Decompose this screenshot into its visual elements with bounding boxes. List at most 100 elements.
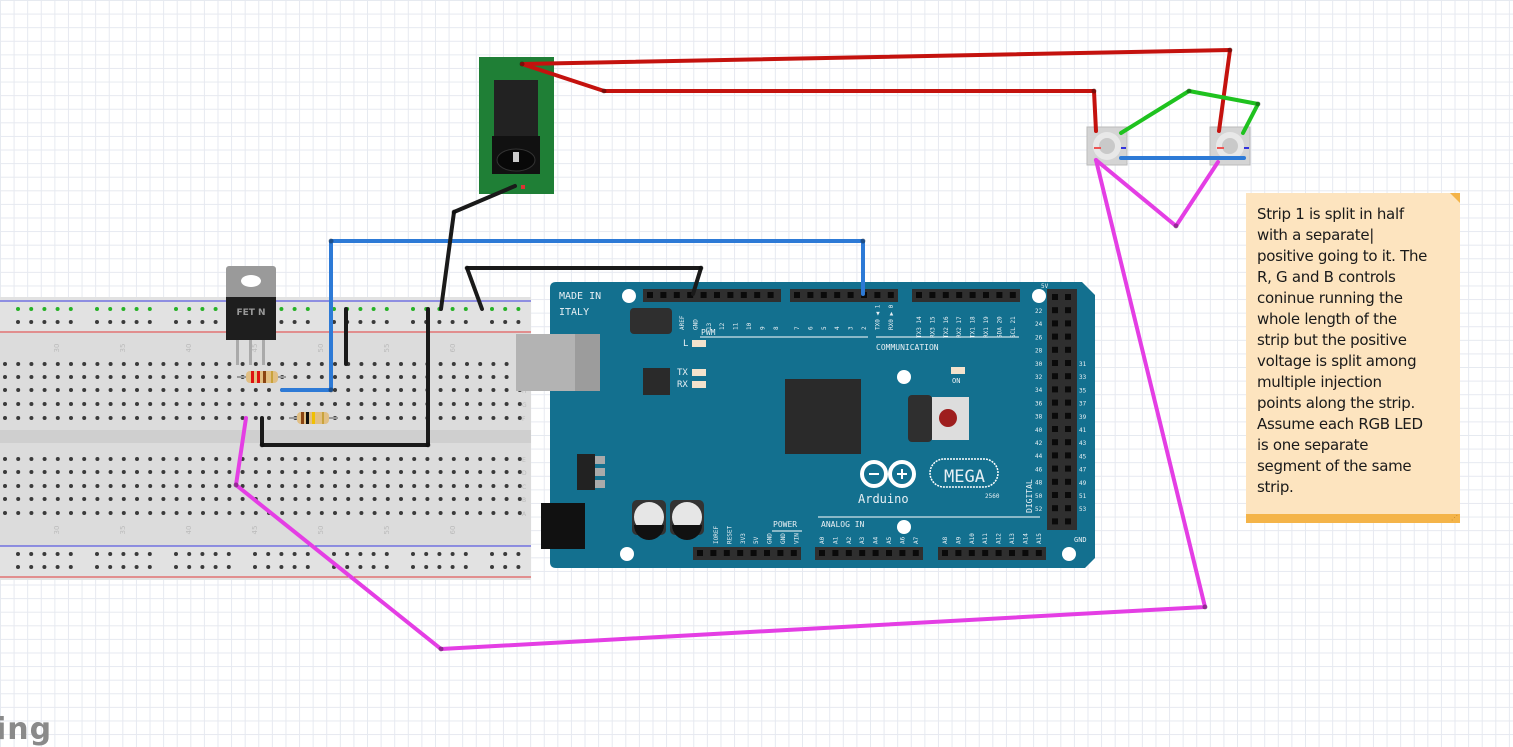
- header-pin[interactable]: [1052, 386, 1058, 393]
- header-pin[interactable]: [1065, 518, 1071, 525]
- breadboard-hole[interactable]: [451, 388, 456, 392]
- breadboard-hole[interactable]: [161, 511, 166, 515]
- breadboard-hole[interactable]: [478, 470, 483, 474]
- arduino-mega-board[interactable]: MADE IN ITALY PWM COMMUNICATION L TX RX …: [516, 282, 1095, 568]
- rail-hole[interactable]: [516, 552, 521, 556]
- breadboard-hole[interactable]: [29, 362, 34, 366]
- rail-hole[interactable]: [463, 552, 468, 556]
- rail-hole[interactable]: [95, 307, 99, 311]
- breadboard-hole[interactable]: [451, 375, 456, 379]
- breadboard-hole[interactable]: [187, 388, 192, 392]
- breadboard-hole[interactable]: [372, 511, 377, 515]
- breadboard-hole[interactable]: [201, 402, 205, 406]
- breadboard-hole[interactable]: [478, 416, 483, 420]
- rail-hole[interactable]: [213, 565, 218, 569]
- header-pin[interactable]: [1065, 478, 1071, 485]
- breadboard-hole[interactable]: [504, 457, 509, 461]
- wire-bendpoint[interactable]: [438, 646, 444, 652]
- breadboard-hole[interactable]: [42, 375, 47, 379]
- breadboard-hole[interactable]: [29, 497, 34, 501]
- rail-hole[interactable]: [121, 552, 126, 556]
- rail-hole[interactable]: [226, 565, 231, 569]
- rail-hole[interactable]: [200, 552, 205, 556]
- breadboard-hole[interactable]: [95, 362, 100, 366]
- rail-hole[interactable]: [490, 552, 494, 556]
- rail-hole[interactable]: [29, 307, 34, 311]
- rail-hole[interactable]: [305, 565, 310, 569]
- breadboard-hole[interactable]: [69, 362, 73, 366]
- header-pin[interactable]: [912, 550, 919, 556]
- header-pin[interactable]: [767, 292, 774, 298]
- rail-hole[interactable]: [42, 552, 47, 556]
- breadboard-hole[interactable]: [29, 375, 34, 379]
- breadboard-hole[interactable]: [135, 511, 139, 515]
- breadboard-hole[interactable]: [319, 484, 324, 488]
- rail-hole[interactable]: [174, 565, 178, 569]
- breadboard-hole[interactable]: [412, 375, 417, 379]
- breadboard-hole[interactable]: [108, 497, 113, 501]
- breadboard-hole[interactable]: [161, 470, 166, 474]
- header-pin[interactable]: [1065, 307, 1071, 314]
- rail-hole[interactable]: [253, 565, 257, 569]
- resize-grip-icon[interactable]: ⋰: [1451, 514, 1458, 522]
- rail-hole[interactable]: [147, 320, 152, 324]
- rail-hole[interactable]: [450, 307, 455, 311]
- breadboard-hole[interactable]: [293, 470, 298, 474]
- breadboard-hole[interactable]: [359, 375, 364, 379]
- breadboard-hole[interactable]: [267, 470, 271, 474]
- breadboard-hole[interactable]: [16, 388, 21, 392]
- breadboard-hole[interactable]: [399, 484, 403, 488]
- breadboard-hole[interactable]: [280, 416, 285, 420]
- breadboard-hole[interactable]: [174, 484, 179, 488]
- breadboard-hole[interactable]: [148, 497, 153, 501]
- breadboard-hole[interactable]: [412, 416, 417, 420]
- breadboard-hole[interactable]: [108, 388, 113, 392]
- breadboard-hole[interactable]: [359, 457, 364, 461]
- breadboard-hole[interactable]: [438, 484, 443, 488]
- header-pin[interactable]: [1052, 333, 1058, 340]
- breadboard-hole[interactable]: [253, 388, 258, 392]
- breadboard-hole[interactable]: [346, 511, 351, 515]
- rail-hole[interactable]: [292, 565, 297, 569]
- header-pin[interactable]: [673, 292, 680, 298]
- breadboard-hole[interactable]: [491, 362, 496, 366]
- wire-bendpoint[interactable]: [1091, 88, 1097, 94]
- breadboard-hole[interactable]: [451, 484, 456, 488]
- breadboard-hole[interactable]: [201, 416, 205, 420]
- wire-bendpoint[interactable]: [425, 442, 431, 448]
- rail-hole[interactable]: [305, 552, 310, 556]
- breadboard-hole[interactable]: [82, 388, 87, 392]
- rail-hole[interactable]: [174, 552, 178, 556]
- breadboard-hole[interactable]: [399, 402, 403, 406]
- header-pin[interactable]: [1052, 478, 1058, 485]
- rail-hole[interactable]: [187, 307, 192, 311]
- rail-hole[interactable]: [16, 307, 20, 311]
- breadboard-hole[interactable]: [187, 511, 192, 515]
- breadboard-hole[interactable]: [55, 362, 60, 366]
- breadboard-hole[interactable]: [451, 416, 456, 420]
- breadboard-hole[interactable]: [29, 402, 34, 406]
- breadboard-hole[interactable]: [372, 484, 377, 488]
- header-pin[interactable]: [1052, 452, 1058, 459]
- breadboard-hole[interactable]: [399, 511, 403, 515]
- header-pin[interactable]: [1052, 412, 1058, 419]
- breadboard-hole[interactable]: [135, 362, 139, 366]
- breadboard-hole[interactable]: [135, 497, 139, 501]
- rail-hole[interactable]: [490, 565, 494, 569]
- breadboard-hole[interactable]: [201, 511, 205, 515]
- rail-hole[interactable]: [371, 307, 376, 311]
- breadboard-hole[interactable]: [293, 362, 298, 366]
- breadboard-hole[interactable]: [135, 470, 139, 474]
- breadboard-hole[interactable]: [201, 457, 205, 461]
- breadboard-hole[interactable]: [306, 470, 311, 474]
- breadboard-hole[interactable]: [82, 375, 87, 379]
- breadboard-hole[interactable]: [267, 497, 271, 501]
- breadboard-hole[interactable]: [3, 402, 7, 406]
- breadboard-hole[interactable]: [135, 484, 139, 488]
- header-pin[interactable]: [820, 292, 827, 298]
- breadboard-hole[interactable]: [227, 402, 232, 406]
- breadboard-hole[interactable]: [227, 511, 232, 515]
- breadboard-hole[interactable]: [135, 375, 139, 379]
- breadboard-hole[interactable]: [16, 375, 21, 379]
- breadboard-hole[interactable]: [346, 375, 351, 379]
